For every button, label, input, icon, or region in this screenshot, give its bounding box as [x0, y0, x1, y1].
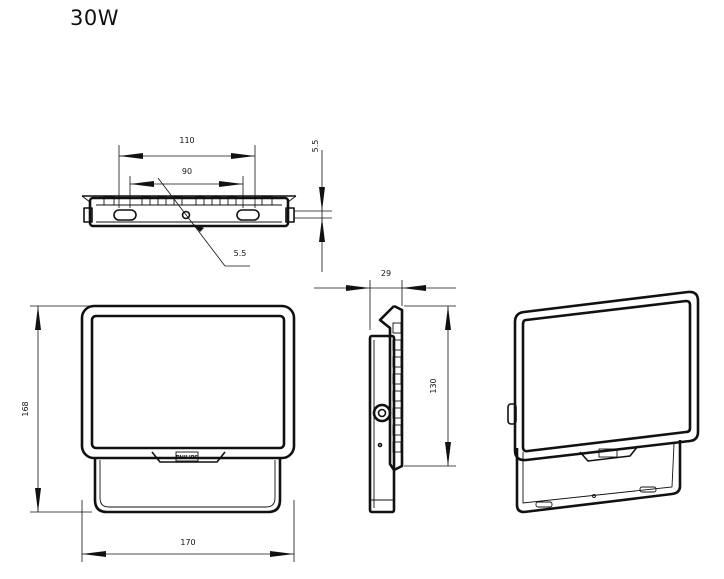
page-title: 30W — [70, 6, 119, 30]
dim-thickness-label: 5.5 — [311, 140, 320, 153]
front-lens — [90, 314, 286, 450]
logo-text: PHILIPS — [176, 455, 198, 461]
side-fins — [392, 322, 402, 453]
dim-hole-spacing: 90 — [129, 167, 244, 208]
side-screw — [377, 442, 383, 448]
dim-side-height-label: 130 — [429, 378, 438, 393]
dim-side-height: 130 — [404, 305, 456, 467]
dim-thickness: 5.5 — [294, 140, 332, 272]
dim-side-depth-label: 29 — [381, 269, 391, 278]
dim-front-width-label: 170 — [180, 538, 195, 547]
dim-front-height-label: 168 — [21, 401, 30, 416]
side-housing — [378, 304, 404, 472]
mounting-slot-left — [113, 209, 137, 221]
perspective-logo-tab — [579, 445, 639, 462]
perspective-housing — [513, 290, 700, 462]
dim-hole-diameter-label: 5.5 — [234, 249, 247, 258]
dim-top-width: 110 — [118, 136, 256, 208]
top-view-ribs — [96, 196, 282, 223]
dim-top-width-label: 110 — [179, 136, 194, 145]
dim-side-depth: 29 — [314, 269, 456, 330]
mounting-slot-right — [236, 209, 260, 221]
perspective-knob — [507, 403, 517, 425]
side-bracket — [368, 334, 396, 514]
front-bracket — [93, 458, 282, 514]
perspective-view — [507, 290, 700, 514]
center-hole — [181, 210, 191, 220]
perspective-bracket — [515, 440, 682, 514]
front-view: PHILIPS 168 170 — [21, 304, 296, 562]
pivot-knob — [372, 403, 392, 423]
dim-hole-diameter: 5.5 — [157, 177, 250, 267]
dim-front-width: 170 — [81, 500, 295, 562]
logo-mark — [175, 451, 199, 462]
side-view: 29 130 — [314, 269, 456, 514]
front-housing — [80, 304, 296, 460]
logo-tab — [151, 451, 226, 463]
top-view-left-ear — [83, 207, 93, 223]
perspective-lens — [521, 299, 692, 453]
top-view-right-ear — [285, 207, 295, 223]
top-view: 110 90 5.5 5.5 — [81, 136, 332, 272]
top-view-body — [88, 196, 290, 228]
dim-hole-spacing-label: 90 — [182, 167, 192, 176]
